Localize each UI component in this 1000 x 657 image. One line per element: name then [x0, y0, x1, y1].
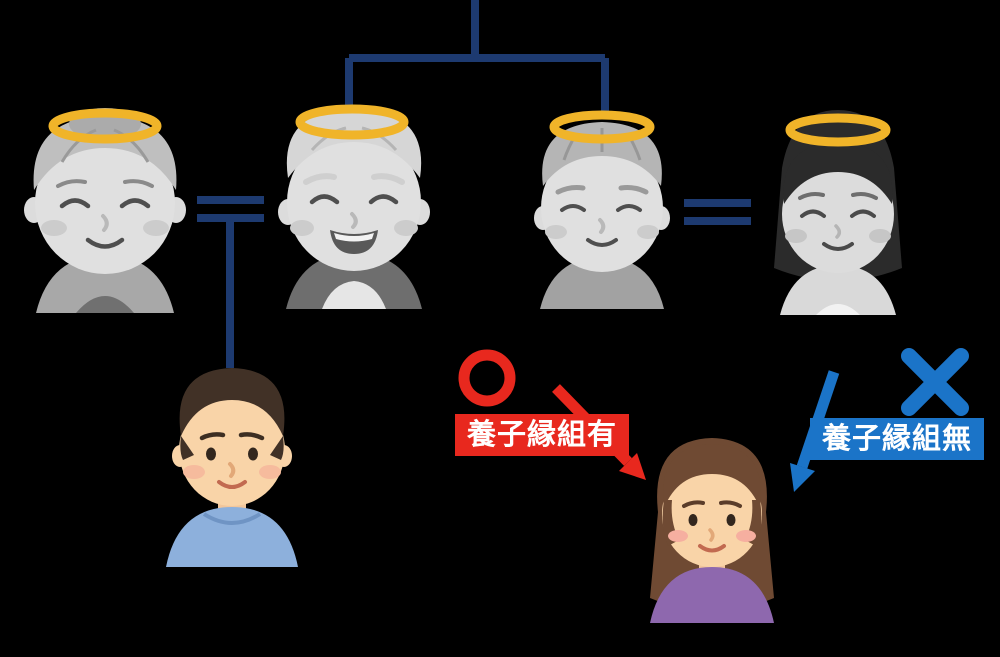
- blush: [785, 229, 807, 243]
- body: [166, 507, 298, 567]
- closed-eyes: [560, 204, 642, 212]
- mouth: [217, 480, 247, 489]
- eyebrows: [682, 500, 742, 508]
- hair-strands: [60, 128, 150, 163]
- blush: [259, 465, 281, 479]
- adoption-yes-label: 養子縁組有: [455, 414, 630, 457]
- blush: [143, 220, 169, 236]
- face: [782, 155, 894, 273]
- collar: [202, 512, 262, 525]
- blush: [545, 225, 567, 239]
- adoption-yes-circle-icon: [458, 349, 516, 407]
- body: [650, 567, 774, 623]
- marriage-equals-left: [197, 196, 264, 222]
- eyebrows: [199, 432, 265, 441]
- eyebrows: [303, 173, 405, 185]
- nose: [228, 462, 236, 478]
- nose: [101, 214, 109, 232]
- adoption-no-cross-icon: [901, 348, 969, 416]
- halo-icon: [48, 108, 162, 144]
- eye: [688, 514, 698, 526]
- eye: [248, 447, 258, 461]
- body: [36, 255, 174, 313]
- blush: [668, 530, 688, 542]
- nose: [708, 528, 715, 542]
- closed-eyes: [309, 194, 399, 205]
- face: [541, 144, 663, 272]
- nose: [598, 218, 606, 234]
- face: [35, 132, 175, 274]
- blush: [637, 225, 659, 239]
- mouth: [698, 544, 726, 553]
- collar: [816, 304, 860, 315]
- tree-connector-lines: [345, 0, 609, 112]
- person-grandfather-left: [278, 104, 430, 309]
- person-man: [166, 368, 298, 567]
- eye: [206, 447, 216, 461]
- closed-eyes: [800, 209, 876, 218]
- eyebrows: [555, 185, 649, 195]
- nose: [350, 212, 358, 229]
- face: [287, 133, 421, 271]
- closed-eyes: [59, 198, 151, 209]
- mouth: [85, 237, 125, 249]
- marriage-equals-right: [684, 199, 751, 225]
- hair: [286, 108, 422, 178]
- shirt: [322, 281, 386, 309]
- face: [662, 461, 762, 567]
- blush: [41, 220, 67, 236]
- mouth: [586, 238, 618, 247]
- person-grandmother-right: [774, 110, 902, 315]
- blush: [394, 220, 418, 236]
- blush: [869, 229, 891, 243]
- person-woman: [650, 438, 774, 623]
- halo-icon: [295, 104, 409, 140]
- eyebrows: [56, 179, 154, 188]
- halo-icon: [785, 113, 891, 147]
- person-grandfather-right: [534, 110, 670, 309]
- blush: [183, 465, 205, 479]
- body: [540, 257, 664, 309]
- scarf: [76, 296, 134, 313]
- teeth: [334, 233, 374, 242]
- hair-sides: [662, 500, 762, 546]
- person-grandmother-left: [24, 108, 186, 313]
- blush: [290, 220, 314, 236]
- eyebrows: [798, 192, 878, 200]
- face: [179, 394, 285, 506]
- hair-fringe: [783, 142, 893, 204]
- mouth: [822, 242, 854, 251]
- adoption-no-label: 養子縁組無: [810, 418, 985, 461]
- nose: [834, 224, 841, 239]
- blush: [736, 530, 756, 542]
- body: [780, 265, 896, 315]
- halo-icon: [549, 110, 655, 144]
- hair-fringe: [663, 444, 761, 508]
- hair: [179, 368, 285, 436]
- eye: [726, 514, 736, 526]
